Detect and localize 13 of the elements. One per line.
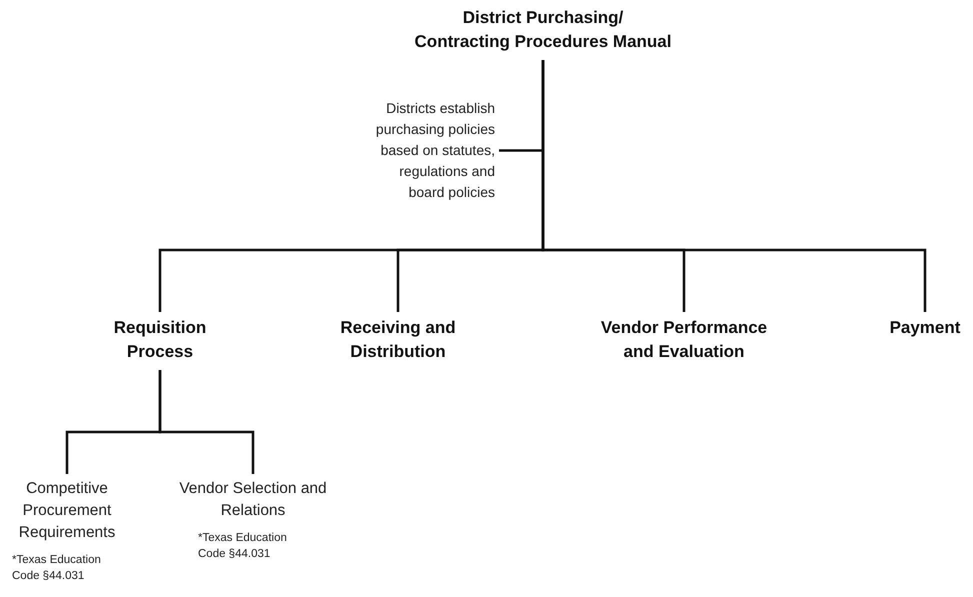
node-title: Requisition Process bbox=[112, 317, 208, 363]
node-label: Competitive Procurement Requirements bbox=[18, 479, 116, 543]
node-title: Payment bbox=[890, 317, 960, 339]
code-reference: *Texas Education Code §44.031 bbox=[198, 531, 288, 562]
note-text: Districts establish purchasing policies based on statutes, regulations and board policies bbox=[374, 99, 495, 202]
leader-line bbox=[499, 149, 543, 152]
node-title: District Purchasing/ Contracting Procedures Manual bbox=[414, 7, 672, 53]
node-title: Receiving and Distribution bbox=[339, 317, 457, 363]
node-label: Vendor Selection and Relations bbox=[178, 479, 328, 521]
connector-line bbox=[542, 60, 926, 312]
code-reference: *Texas Education Code §44.031 bbox=[12, 553, 102, 584]
connector-line bbox=[158, 370, 254, 474]
node-title: Vendor Performance and Evaluation bbox=[600, 317, 768, 363]
